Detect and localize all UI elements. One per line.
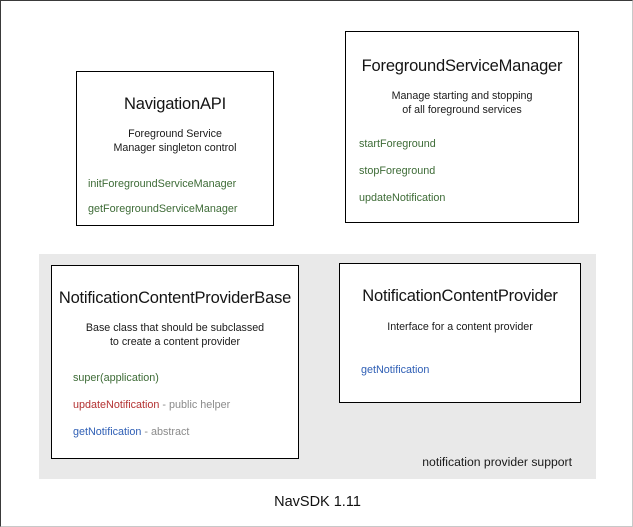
class-description-notification-content-provider: Interface for a content provider xyxy=(387,321,533,333)
member-list-navigation-api: initForegroundServiceManager getForegrou… xyxy=(77,177,273,216)
member-list-foreground-service-manager: startForeground stopForeground updateNot… xyxy=(346,137,578,205)
member-name: getForegroundServiceManager xyxy=(88,203,238,215)
member-item: getNotification - abstract xyxy=(73,425,298,439)
member-name: super(application) xyxy=(73,372,159,384)
member-name: stopForeground xyxy=(359,165,436,177)
member-note: - abstract xyxy=(141,426,190,438)
member-item: stopForeground xyxy=(359,164,578,178)
class-title-notification-content-provider: NotificationContentProvider xyxy=(362,287,558,305)
class-description-navigation-api: Foreground Service Manager singleton con… xyxy=(113,128,237,154)
class-box-navigation-api[interactable]: NavigationAPI Foreground Service Manager… xyxy=(76,71,274,226)
class-description-foreground-service-manager: Manage starting and stopping of all fore… xyxy=(391,90,533,116)
class-description-notification-content-provider-base: Base class that should be subclassed to … xyxy=(85,322,265,348)
member-name: initForegroundServiceManager xyxy=(88,178,237,190)
member-item: initForegroundServiceManager xyxy=(88,177,273,191)
class-title-foreground-service-manager: ForegroundServiceManager xyxy=(361,57,563,75)
member-name: updateNotification xyxy=(359,192,446,204)
member-name: getNotification xyxy=(73,426,142,438)
member-item: updateNotification xyxy=(359,191,578,205)
member-item: startForeground xyxy=(359,137,578,151)
member-name: getNotification xyxy=(361,363,430,376)
member-item: getNotification xyxy=(361,363,580,377)
member-list-notification-content-provider: getNotification xyxy=(340,363,580,377)
member-name: updateNotification xyxy=(73,399,160,411)
group-panel-label: notification provider support xyxy=(422,455,572,469)
class-title-notification-content-provider-base: NotificationContentProviderBase xyxy=(58,289,292,307)
member-item: super(application) xyxy=(73,371,298,385)
class-title-navigation-api: NavigationAPI xyxy=(124,95,226,113)
class-box-foreground-service-manager[interactable]: ForegroundServiceManager Manage starting… xyxy=(345,31,579,223)
footer-version-label: NavSDK 1.11 xyxy=(274,494,361,510)
member-note: - public helper xyxy=(159,399,231,411)
class-box-notification-content-provider-base[interactable]: NotificationContentProviderBase Base cla… xyxy=(51,265,299,459)
member-item: getForegroundServiceManager xyxy=(88,202,273,216)
member-item: updateNotification - public helper xyxy=(73,398,298,412)
class-box-notification-content-provider[interactable]: NotificationContentProvider Interface fo… xyxy=(339,263,581,403)
member-list-notification-content-provider-base: super(application) updateNotification - … xyxy=(52,371,298,439)
member-name: startForeground xyxy=(359,138,436,150)
